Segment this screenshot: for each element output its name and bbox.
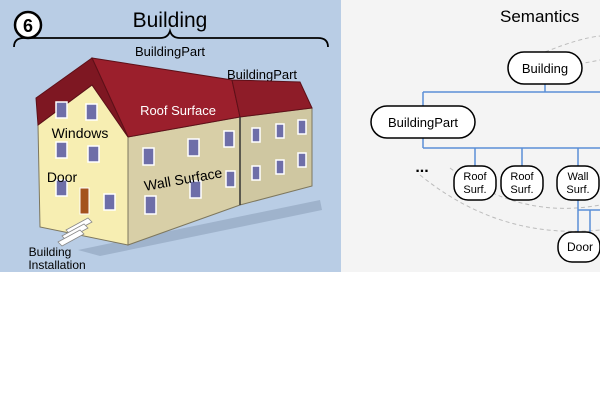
annex-roof (231, 79, 313, 118)
node-building-part: BuildingPart (370, 105, 476, 139)
node-roof-surf-2: Roof Surf. (500, 165, 544, 201)
building-installation-steps (57, 217, 93, 247)
building-title: Building (133, 9, 208, 32)
node-door: Door (557, 231, 600, 263)
annex-windows (251, 119, 307, 181)
node-wall-surf-line1: Wall (568, 171, 589, 183)
tree-connectors (422, 84, 600, 260)
building-installation-label-line2: Installation (28, 258, 85, 272)
node-roof-surf-2-line1: Roof (510, 171, 534, 183)
roof-surface-label: Roof Surface (140, 103, 216, 118)
node-building-label: Building (522, 61, 568, 76)
main-roof-gable (35, 57, 129, 138)
node-wall-surf: Wall Surf. (556, 165, 600, 201)
building-part-label-annex: BuildingPart (227, 67, 297, 82)
long-wall-windows (142, 130, 236, 215)
node-building-part-label: BuildingPart (388, 115, 458, 130)
node-roof-surf-2-line2: Surf. (510, 184, 533, 196)
building-brace (13, 27, 329, 48)
node-wall-surf-line2: Surf. (566, 184, 589, 196)
node-roof-surf-1: Roof Surf. (453, 165, 497, 201)
windows-label: Windows (52, 125, 109, 141)
building-part-label-main: BuildingPart (135, 44, 205, 59)
node-building: Building (507, 51, 583, 85)
node-door-label: Door (567, 240, 593, 254)
building-installation-label-line1: Building (29, 245, 72, 259)
semantics-title: Semantics (500, 7, 579, 26)
node-ellipsis: ... (415, 159, 428, 176)
ground-shadow (78, 200, 322, 256)
node-roof-surf-1-line2: Surf. (463, 184, 486, 196)
door-label: Door (47, 169, 78, 185)
step-badge-number: 6 (23, 16, 33, 36)
step-badge: 6 (13, 10, 43, 40)
door (79, 187, 90, 215)
gable-windows (55, 101, 116, 211)
node-roof-surf-1-line1: Roof (463, 171, 487, 183)
